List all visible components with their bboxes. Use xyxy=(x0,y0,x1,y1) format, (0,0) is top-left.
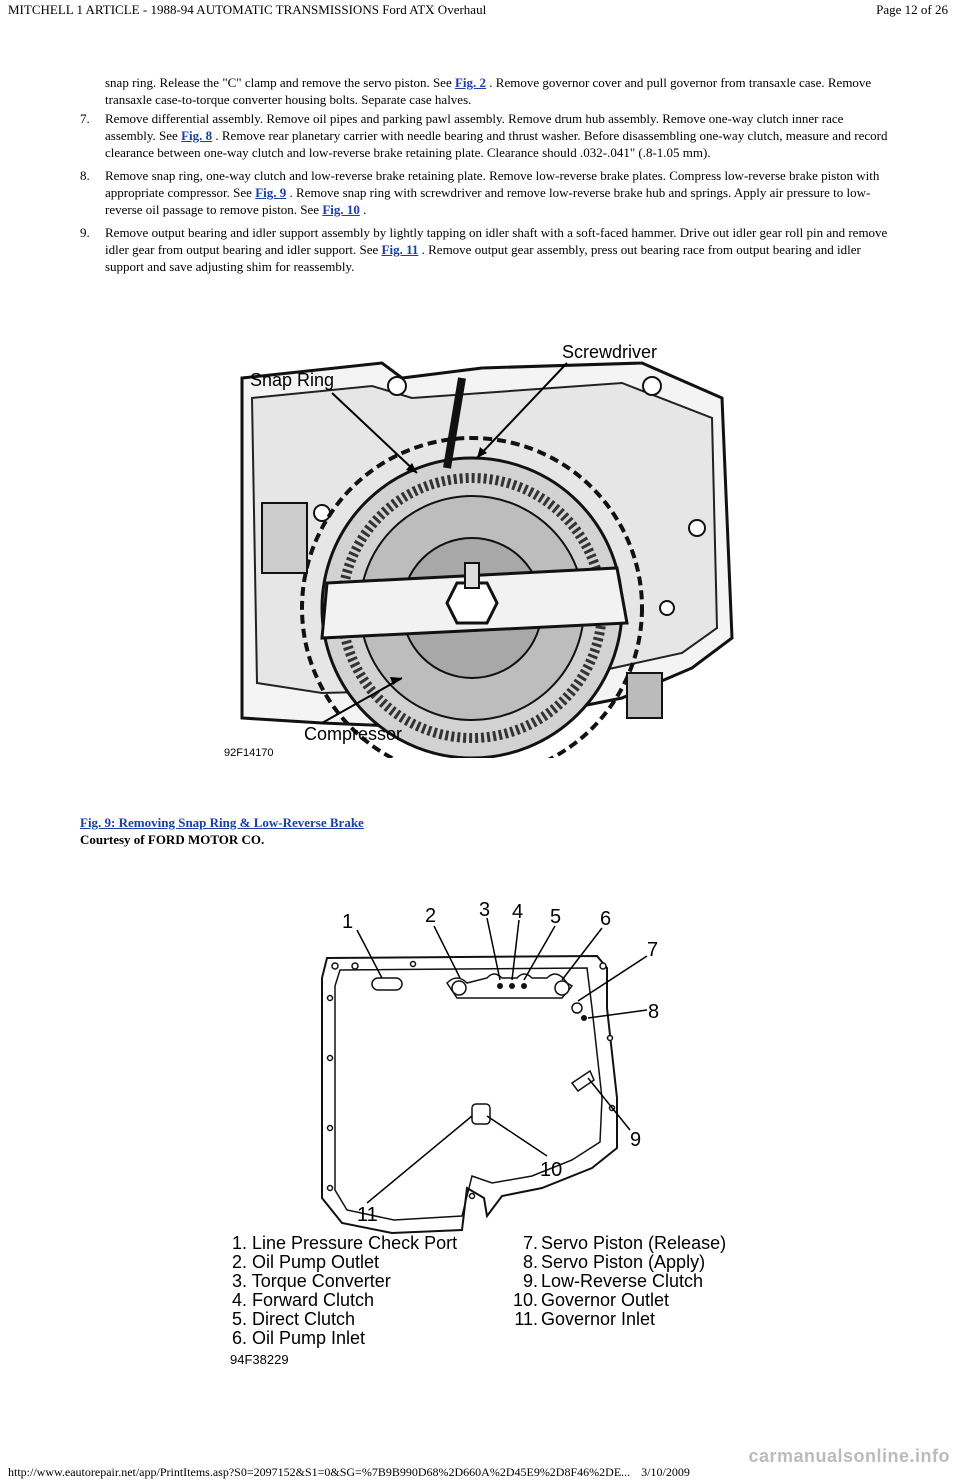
fig-9-link[interactable]: Fig. 9 xyxy=(255,185,287,200)
callout-5: 5 xyxy=(550,906,561,928)
courtesy-text: Courtesy of FORD MOTOR CO. xyxy=(80,832,265,847)
legend-right-numbers: 7. 8. 9. 10. 11. xyxy=(512,1233,538,1329)
callout-1: 1 xyxy=(342,911,353,933)
snap-ring-illustration: Snap Ring Screwdriver Compressor 92F1417… xyxy=(222,338,742,758)
document-title: MITCHELL 1 ARTICLE - 1988-94 AUTOMATIC T… xyxy=(8,2,487,17)
page-number: Page 12 of 26 xyxy=(876,2,948,17)
callout-8: 8 xyxy=(648,1001,659,1023)
callout-7: 7 xyxy=(647,939,658,961)
callout-6: 6 xyxy=(600,908,611,930)
figure-caption-link[interactable]: Fig. 9: Removing Snap Ring & Low-Reverse… xyxy=(80,815,364,830)
step-item: 7. Remove differential assembly. Remove … xyxy=(80,111,888,160)
page-footer: http://www.eautorepair.net/app/PrintItem… xyxy=(8,1465,690,1480)
screwdriver-label: Screwdriver xyxy=(562,342,657,362)
watermark: carmanualsonline.info xyxy=(748,1446,950,1466)
snap-ring-label: Snap Ring xyxy=(250,370,334,390)
callout-9: 9 xyxy=(630,1129,641,1151)
callout-10: 10 xyxy=(540,1159,562,1181)
steps-list: 7. Remove differential assembly. Remove … xyxy=(80,110,895,281)
callout-11: 11 xyxy=(357,1204,378,1226)
figure-code: 92F14170 xyxy=(224,747,274,758)
compressor-label: Compressor xyxy=(304,724,402,744)
callout-3: 3 xyxy=(479,899,490,921)
footer-url: http://www.eautorepair.net/app/PrintItem… xyxy=(8,1465,631,1479)
step-item: 9. Remove output bearing and idler suppo… xyxy=(80,225,888,274)
step-item: 8. Remove snap ring, one-way clutch and … xyxy=(80,168,880,217)
case-ports-diagram: 1 2 3 4 5 6 7 8 9 10 11 94F38229 xyxy=(222,898,742,1378)
fig-11-link[interactable]: Fig. 11 xyxy=(381,242,419,257)
callout-4: 4 xyxy=(512,901,523,923)
callout-2: 2 xyxy=(425,905,436,927)
intro-paragraph: snap ring. Release the "C" clamp and rem… xyxy=(105,75,872,107)
legend-left: 1. Line Pressure Check Port 2. Oil Pump … xyxy=(232,1233,458,1348)
page-header: MITCHELL 1 ARTICLE - 1988-94 AUTOMATIC T… xyxy=(0,0,960,20)
footer-date: 3/10/2009 xyxy=(641,1465,690,1479)
figure-2-code: 94F38229 xyxy=(230,1352,289,1367)
fig-8-link[interactable]: Fig. 8 xyxy=(181,128,213,143)
legend-right: Servo Piston (Release) Servo Piston (App… xyxy=(541,1233,727,1329)
fig-2-link[interactable]: Fig. 2 xyxy=(454,75,487,90)
fig-10-link[interactable]: Fig. 10 xyxy=(322,202,360,217)
